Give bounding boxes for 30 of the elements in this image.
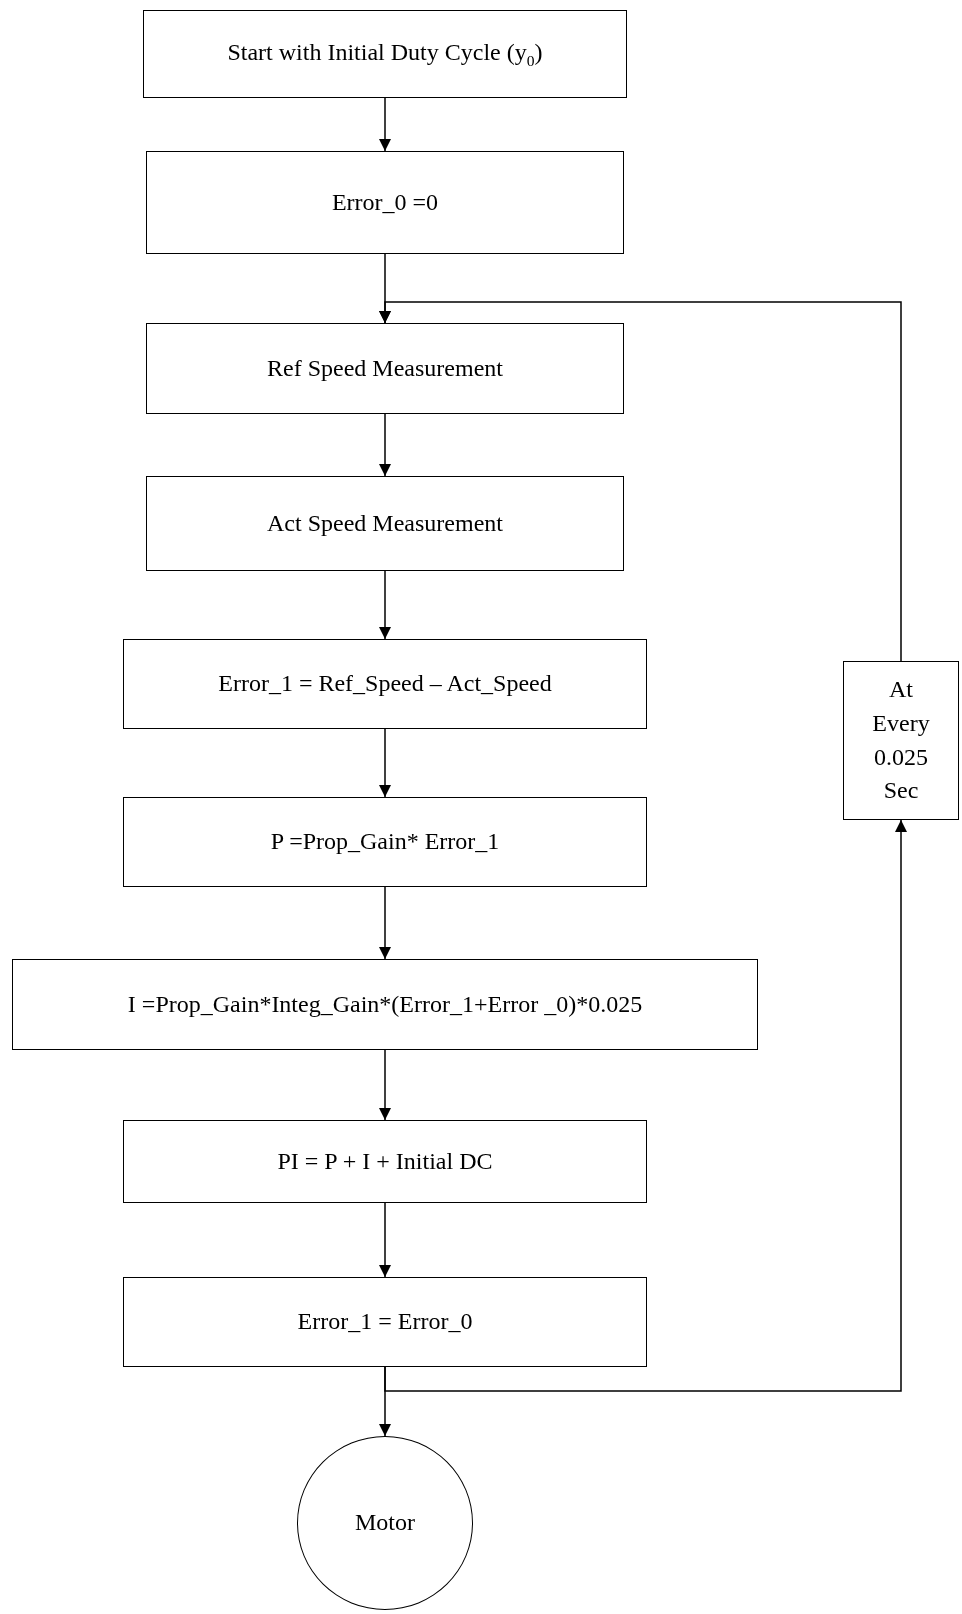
- process-box: [12, 959, 758, 1050]
- node-text: Ref Speed Measurement: [267, 353, 503, 383]
- node-text: Start with Initial Duty Cycle (y$_{0}$): [227, 38, 543, 71]
- node-text: Act Speed Measurement: [267, 508, 503, 538]
- process-box: [123, 639, 647, 729]
- arrow: [379, 728, 391, 798]
- node-text: Error_0 =0: [331, 187, 439, 217]
- process-box: [146, 151, 624, 254]
- node-text: Error_1 = Error_0: [297, 1307, 473, 1337]
- node-text: I =Prop_Gain*Integ_Gain*(Error_1+Error _0)*0.025: [127, 989, 643, 1019]
- process-box: [843, 661, 959, 820]
- arrow: [379, 1049, 391, 1121]
- arrow: [379, 570, 391, 640]
- arrow: [379, 301, 902, 662]
- arrow: [384, 819, 907, 1392]
- process-box: [146, 323, 624, 414]
- node-text: P =Prop_Gain* Error_1: [270, 827, 500, 857]
- node-text: At Every 0.025 Sec: [871, 675, 931, 806]
- node-text: PI = P + I + Initial DC: [277, 1146, 493, 1176]
- process-box: [123, 1120, 647, 1203]
- node-text: Error_1 = Ref_Speed – Act_Speed: [218, 669, 552, 699]
- process-box: [146, 476, 624, 571]
- process-box: [143, 10, 627, 98]
- process-box: [123, 797, 647, 887]
- arrow: [379, 413, 391, 477]
- arrow: [379, 1202, 391, 1278]
- arrow: [379, 97, 391, 152]
- arrow: [379, 886, 391, 960]
- process-box: [123, 1277, 647, 1367]
- node-text: Motor: [355, 1508, 415, 1538]
